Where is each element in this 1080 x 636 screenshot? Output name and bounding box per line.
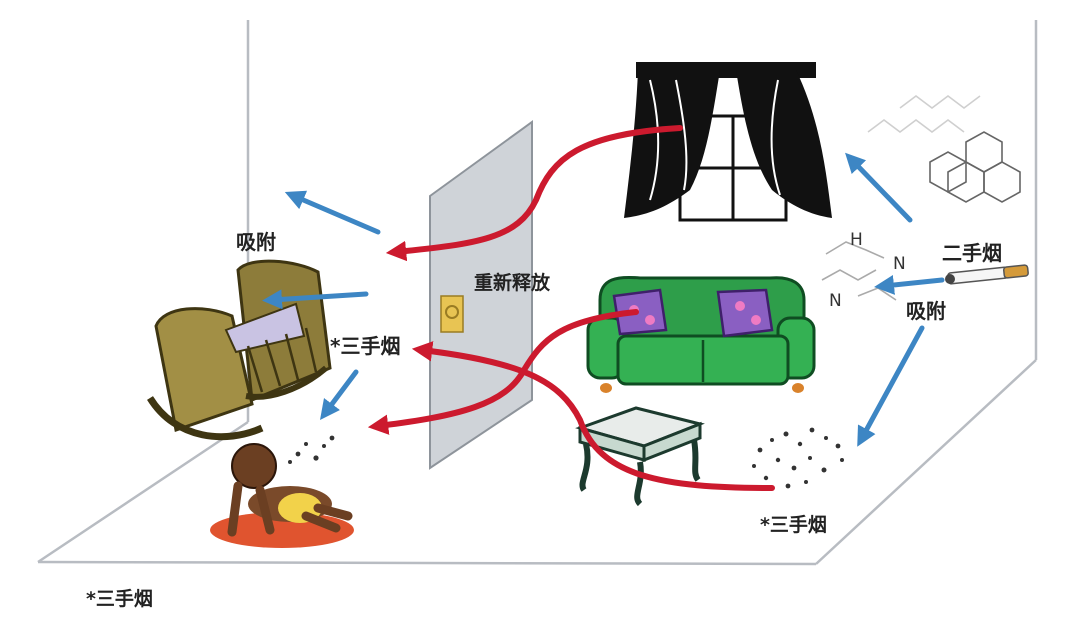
- adsorption-label-right: 吸附: [906, 299, 946, 323]
- nitrogen-atom-label-1: N: [893, 254, 906, 274]
- glass-partition: [429, 120, 533, 470]
- smoke-particles: [288, 427, 844, 489]
- sofa: [586, 275, 816, 393]
- second-hand-smoke-label: 二手烟: [942, 241, 1002, 265]
- third-hand-smoke-label-floor: *三手烟: [760, 514, 827, 536]
- baby: [210, 443, 354, 548]
- adsorption-label-left: 吸附: [236, 230, 276, 254]
- third-hand-smoke-label-middle: *三手烟: [330, 334, 401, 358]
- pyrene-molecule-icon: [929, 131, 1021, 203]
- hydrogen-atom-label: H: [850, 230, 863, 250]
- re-release-label: 重新释放: [474, 272, 551, 294]
- nitrogen-atom-label-2: N: [829, 291, 842, 311]
- release-arrows: [367, 125, 775, 491]
- coffee-table: [575, 406, 705, 507]
- third-hand-smoke-footnote: *三手烟: [86, 588, 153, 610]
- alkane-chain-icon: [867, 95, 981, 133]
- cigarette-icon: [945, 264, 1029, 285]
- adsorption-arrows: [262, 152, 945, 447]
- crib: [147, 259, 332, 441]
- curtain-window: [624, 62, 832, 222]
